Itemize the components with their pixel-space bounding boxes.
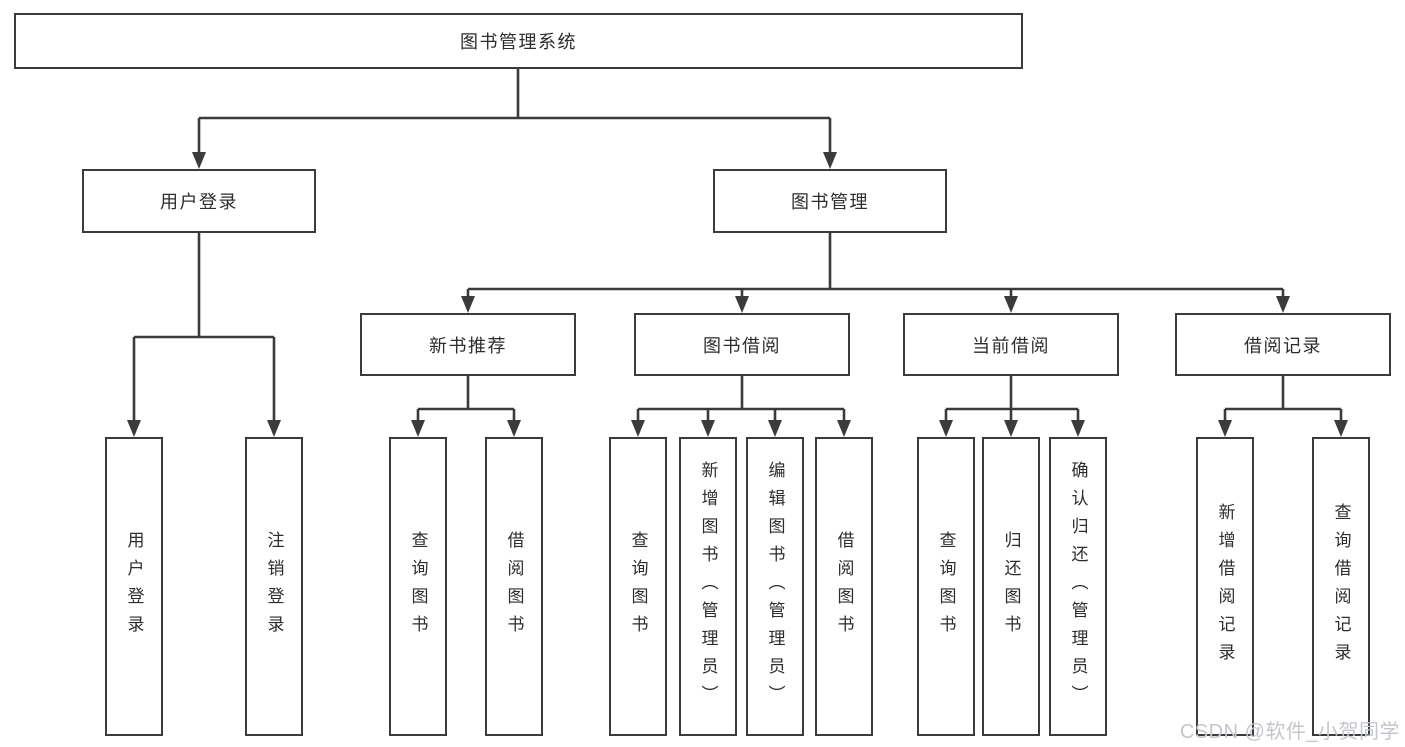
leaf-return-book: 归还图书 [982, 437, 1040, 736]
leaf-confirm-return-admin: 确认归还（管理员） [1049, 437, 1107, 736]
node-book-borrow: 图书借阅 [634, 313, 850, 376]
leaf-query-books-borrow: 查询图书 [609, 437, 667, 736]
node-current-borrow: 当前借阅 [903, 313, 1119, 376]
watermark: CSDN @软件_小贺同学 [1179, 721, 1400, 743]
node-root: 图书管理系统 [14, 13, 1023, 69]
leaf-borrow-books-recommend: 借阅图书 [485, 437, 543, 736]
leaf-query-books-recommend: 查询图书 [389, 437, 447, 736]
leaf-user-login: 用户登录 [105, 437, 163, 736]
node-user-login: 用户登录 [82, 169, 316, 233]
leaf-logout: 注销登录 [245, 437, 303, 736]
node-borrow-records: 借阅记录 [1175, 313, 1391, 376]
leaf-add-borrow-record: 新增借阅记录 [1196, 437, 1254, 736]
leaf-query-borrow-record: 查询借阅记录 [1312, 437, 1370, 736]
leaf-add-book-admin: 新增图书（管理员） [679, 437, 737, 736]
leaf-query-books-current: 查询图书 [917, 437, 975, 736]
leaf-edit-book-admin: 编辑图书（管理员） [746, 437, 804, 736]
node-book-management: 图书管理 [713, 169, 947, 233]
node-new-book-recommend: 新书推荐 [360, 313, 576, 376]
leaf-borrow-books: 借阅图书 [815, 437, 873, 736]
